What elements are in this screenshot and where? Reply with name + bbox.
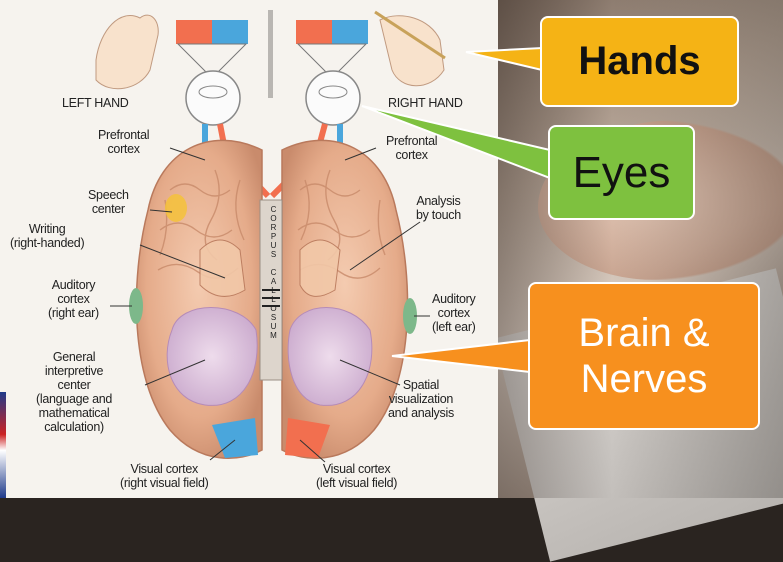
eyes-callout-text: Eyes bbox=[573, 148, 671, 198]
hands-callout: Hands bbox=[540, 16, 739, 107]
brain-nerves-callout-text: Brain & Nerves bbox=[578, 310, 709, 402]
hands-callout-pointer bbox=[466, 48, 542, 70]
eyes-callout-pointer bbox=[362, 106, 550, 178]
brain-nerves-callout: Brain & Nerves bbox=[528, 282, 760, 430]
hands-callout-text: Hands bbox=[578, 39, 700, 84]
screenshot: LEFT HAND RIGHT HAND Prefrontal cortex P… bbox=[0, 0, 783, 498]
eyes-callout: Eyes bbox=[548, 125, 695, 220]
brain-callout-pointer bbox=[392, 340, 530, 372]
